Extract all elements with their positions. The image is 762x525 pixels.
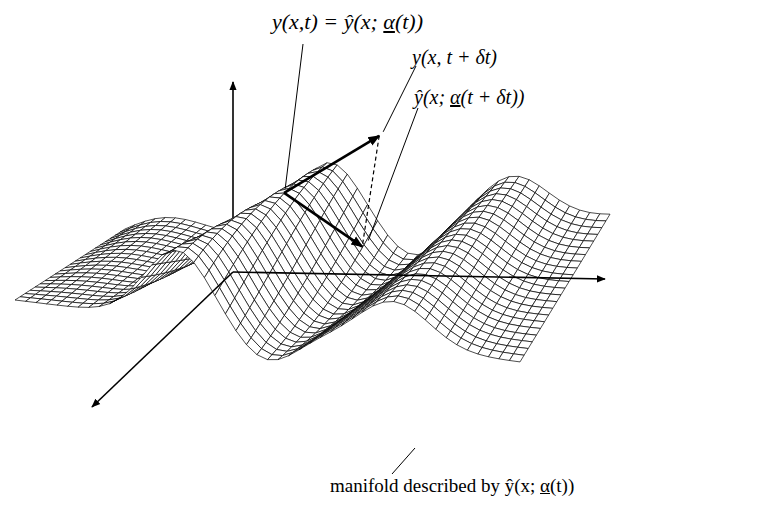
math-label: y(x,t) = ŷ(x; α(t)) xyxy=(272,10,423,34)
leader-line xyxy=(285,44,303,189)
state-arrow xyxy=(284,136,379,193)
leader-line xyxy=(368,108,418,241)
mesh-cell xyxy=(131,277,146,289)
mesh-cell xyxy=(567,261,581,268)
mesh-cell xyxy=(352,308,367,319)
annotations xyxy=(284,44,418,474)
caption-label: manifold described by ŷ(x; α(t)) xyxy=(330,476,574,497)
mesh-cell xyxy=(362,301,377,312)
mesh-cell xyxy=(320,328,335,338)
axes xyxy=(92,272,605,407)
mesh-cell xyxy=(542,301,556,309)
projection-dash xyxy=(362,136,379,247)
mesh-cell xyxy=(278,352,293,359)
projection-arrow xyxy=(284,193,362,247)
mesh-cell xyxy=(596,214,610,221)
mesh-cell xyxy=(579,241,593,248)
mesh-cell xyxy=(563,267,577,274)
leader-line xyxy=(392,448,415,474)
mesh-cell xyxy=(588,227,602,234)
mesh-cell xyxy=(575,247,589,254)
mesh-cell xyxy=(592,221,606,228)
mesh-cell xyxy=(555,281,569,288)
mesh-cell xyxy=(331,322,346,332)
mesh-cell xyxy=(152,253,167,265)
x-axis xyxy=(233,272,605,279)
math-label: ŷ(x; α(t + δt)) xyxy=(414,86,524,108)
math-label: y(x, t + δt) xyxy=(412,46,497,68)
mesh-cell xyxy=(509,354,524,362)
mesh-cell xyxy=(571,254,585,261)
mesh-cell xyxy=(583,234,597,241)
surface-mesh xyxy=(15,163,610,362)
mesh-cell xyxy=(551,287,565,294)
leader-line xyxy=(383,66,416,132)
mesh-cell xyxy=(120,288,135,298)
mesh-cell xyxy=(546,294,560,302)
mesh-cell xyxy=(538,307,552,315)
mesh-cell xyxy=(99,301,114,307)
mesh-cell xyxy=(310,334,325,344)
mesh-cell xyxy=(141,264,156,277)
depth-axis xyxy=(92,272,233,407)
mesh-cell xyxy=(341,315,356,326)
